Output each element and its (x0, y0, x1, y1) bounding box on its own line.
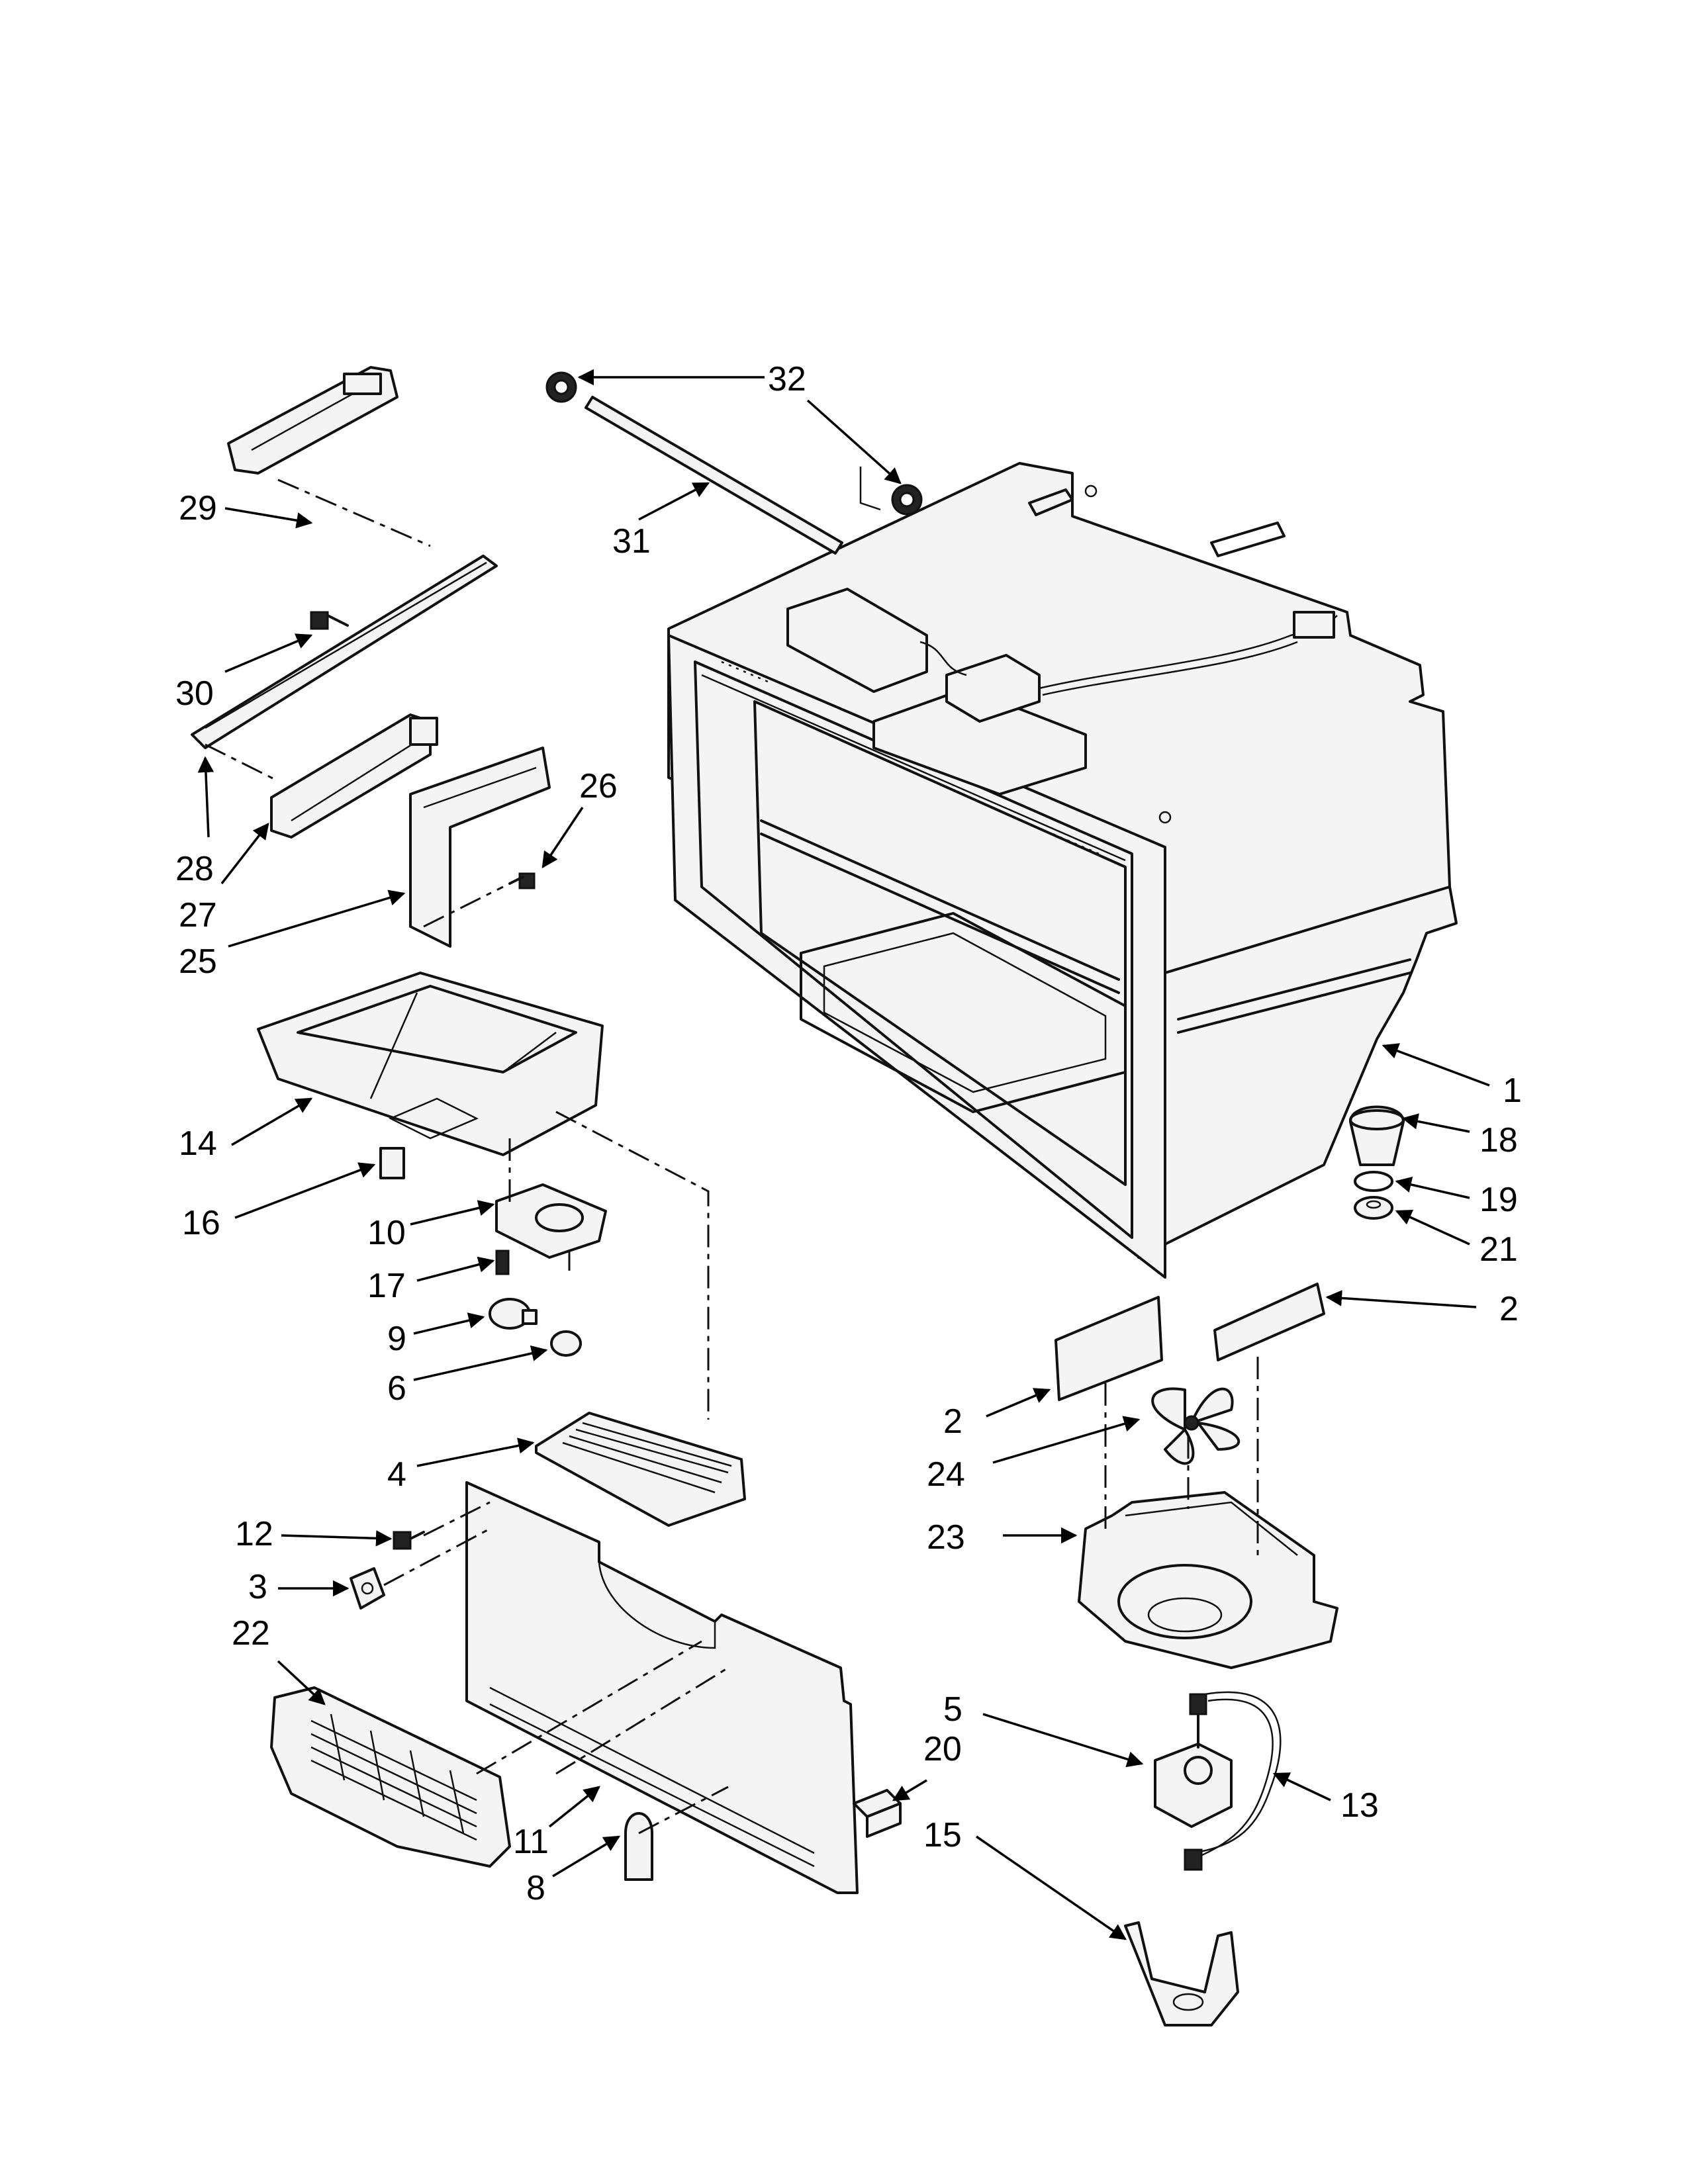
callout-13: 13 (1340, 1786, 1379, 1825)
callout-32: 32 (768, 360, 806, 398)
part-slide-bracket-29 (227, 366, 399, 475)
part-o-ring-19 (1354, 1171, 1393, 1192)
callout-12: 12 (235, 1515, 273, 1553)
part-gear-32-left (545, 371, 577, 403)
callout-4: 4 (387, 1455, 406, 1494)
callout-labels: 32 29 31 30 26 28 27 25 14 16 10 17 9 6 … (175, 360, 1522, 1907)
part-fan-blade-24 (1151, 1387, 1241, 1465)
callout-15: 15 (923, 1816, 962, 1854)
callout-30: 30 (175, 674, 214, 713)
part-bulb-9 (489, 1298, 538, 1330)
part-screw-17 (495, 1250, 510, 1275)
part-sensor-3 (350, 1567, 385, 1610)
part-foam-pad-2-right (1213, 1283, 1325, 1361)
callout-10: 10 (367, 1214, 406, 1252)
part-socket-6 (550, 1330, 582, 1357)
part-screw-30 (310, 611, 349, 630)
assembly-lines (205, 478, 1259, 1835)
callout-22: 22 (232, 1614, 270, 1653)
callout-28: 28 (175, 850, 214, 888)
callout-21: 21 (1479, 1230, 1518, 1269)
part-bracket-25 (409, 747, 551, 948)
callout-23: 23 (927, 1518, 965, 1557)
part-screw-12 (393, 1531, 425, 1550)
callout-14: 14 (179, 1124, 217, 1163)
callout-8: 8 (526, 1869, 545, 1907)
callout-6: 6 (387, 1369, 406, 1408)
callout-9: 9 (387, 1320, 406, 1358)
callout-3: 3 (248, 1568, 267, 1606)
part-wire-harness-13 (1184, 1691, 1282, 1871)
part-shaft-31 (585, 396, 843, 555)
part-fan-shroud-23 (1078, 1491, 1338, 1669)
part-grille-22 (270, 1686, 511, 1868)
part-housing-14 (257, 972, 604, 1156)
part-light-housing-10 (495, 1183, 607, 1259)
part-seal-strip-20 (853, 1789, 902, 1838)
callout-11: 11 (513, 1823, 549, 1861)
callout-leaders (197, 369, 1490, 1940)
part-back-panel-11 (465, 1481, 859, 1894)
part-freezer-liner (667, 462, 1458, 1279)
callout-18: 18 (1479, 1121, 1518, 1160)
part-bracket-27 (270, 713, 438, 839)
callout-24: 24 (927, 1455, 965, 1494)
part-clip-8 (624, 1812, 653, 1881)
callout-20: 20 (923, 1730, 962, 1768)
callout-16: 16 (182, 1204, 220, 1242)
part-bushing-21 (1354, 1196, 1393, 1220)
part-slide-rail-28 (191, 555, 498, 749)
part-motor-bracket-15 (1124, 1921, 1239, 2026)
part-evaporator-cover-4 (535, 1412, 746, 1527)
callout-19: 19 (1479, 1181, 1518, 1219)
part-fan-motor-5 (1154, 1693, 1233, 1828)
part-gear-32-right (859, 467, 923, 516)
callout-5: 5 (943, 1690, 962, 1729)
callout-31: 31 (612, 522, 651, 561)
callout-27: 27 (179, 896, 217, 934)
part-grommet-18 (1349, 1105, 1405, 1166)
part-switch-16 (379, 1147, 405, 1179)
callout-2-left: 2 (943, 1402, 962, 1441)
part-screw-26 (508, 872, 536, 889)
callout-17: 17 (367, 1267, 406, 1305)
callout-2-right: 2 (1499, 1290, 1519, 1328)
callout-1: 1 (1503, 1071, 1522, 1110)
part-foam-pad-2-left (1055, 1296, 1163, 1401)
callout-29: 29 (179, 489, 217, 527)
callout-26: 26 (579, 767, 618, 805)
callout-25: 25 (179, 942, 217, 981)
